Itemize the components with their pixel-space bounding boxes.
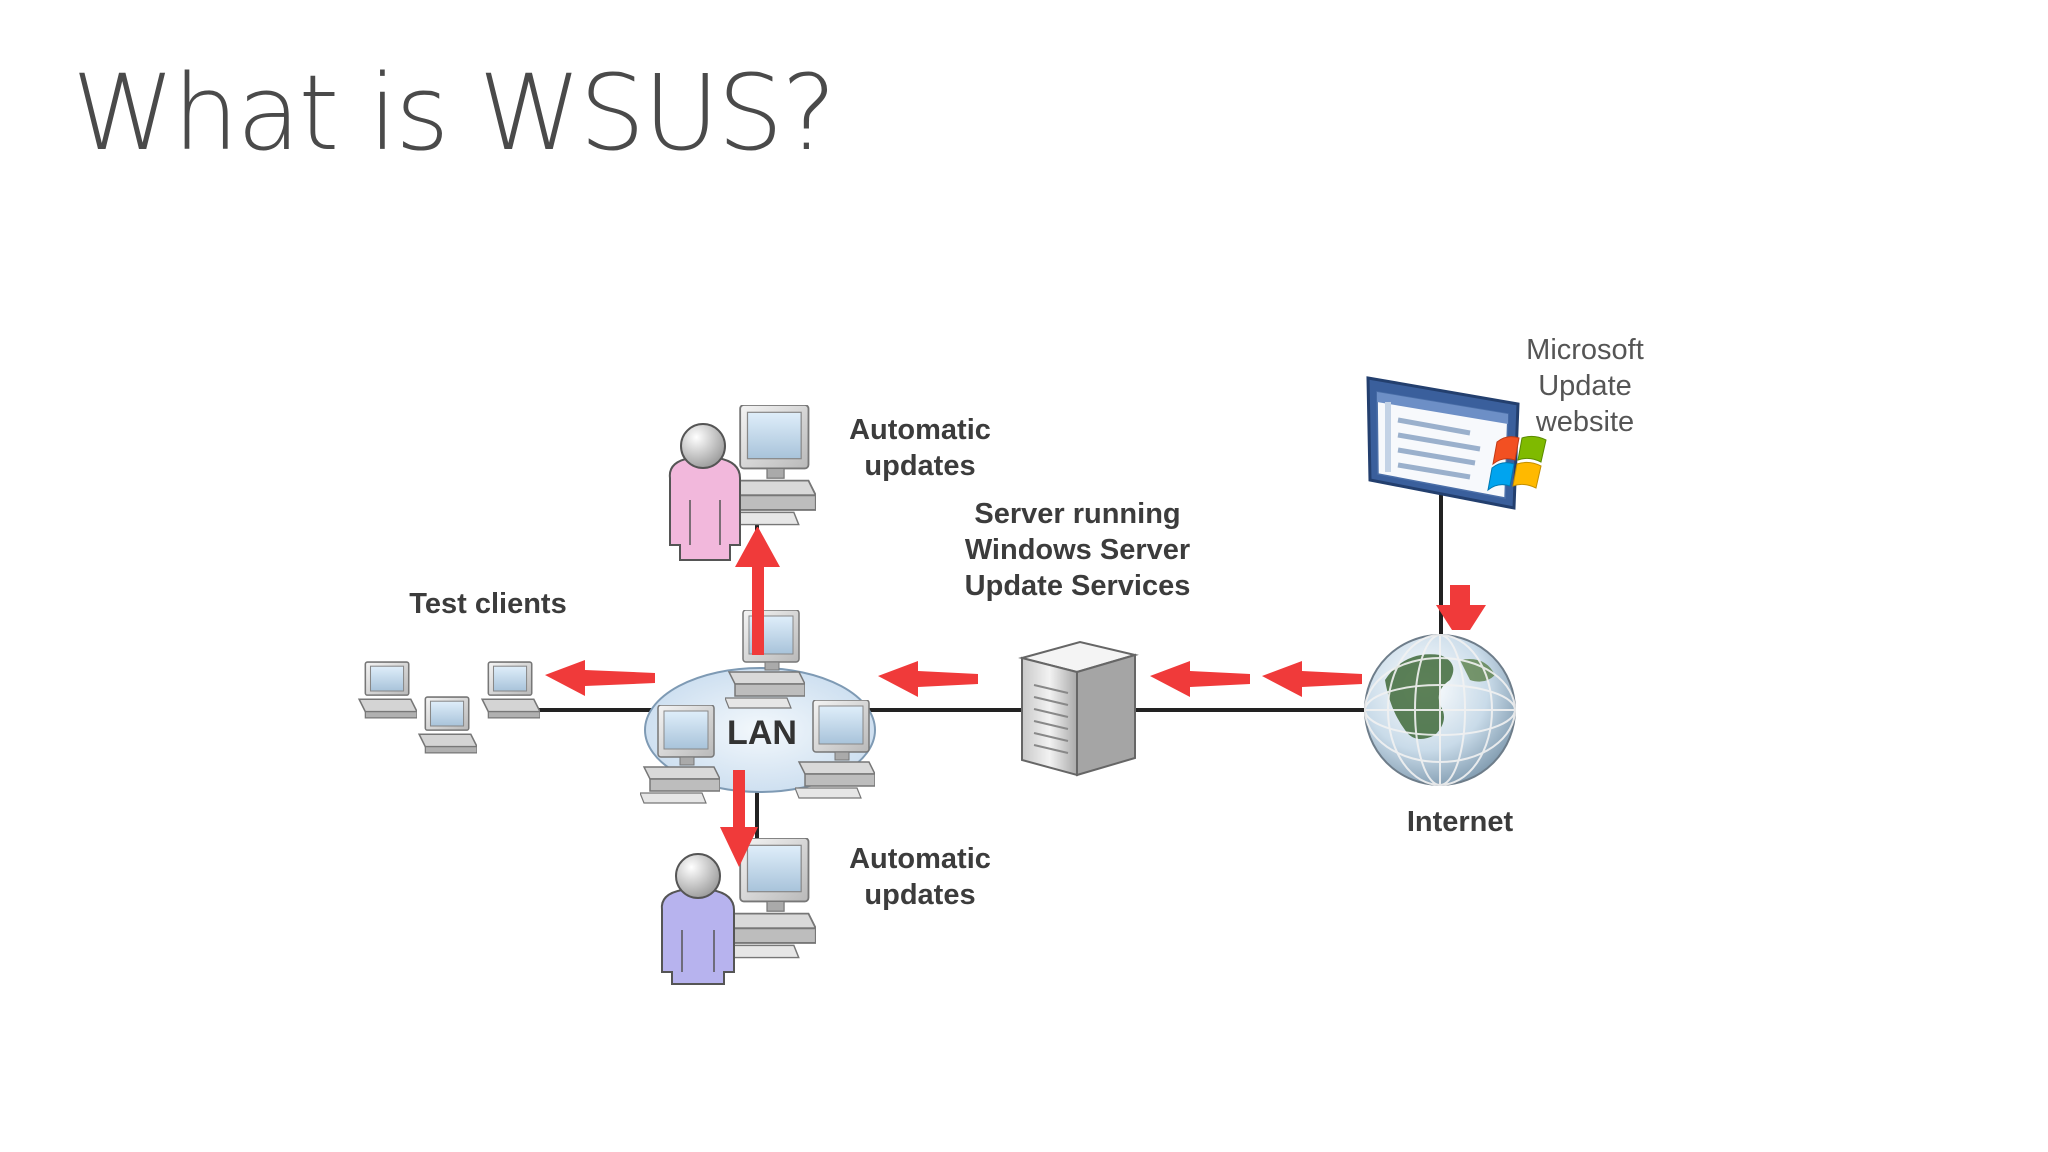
- automatic-updates-bottom-line-2: updates: [864, 879, 976, 911]
- automatic-updates-bottom-line-1: Automatic: [849, 843, 991, 875]
- user-bottom-body: [660, 889, 735, 985]
- automatic-updates-top-label: Automatic updates: [830, 412, 1010, 484]
- microsoft-update-line-1: Microsoft: [1526, 334, 1644, 366]
- page-title: What is WSUS?: [72, 52, 837, 174]
- server-label-line-2: Windows Server: [964, 534, 1191, 566]
- automatic-updates-bottom-label: Automatic updates: [830, 841, 1010, 913]
- microsoft-update-website-window: [1366, 376, 1520, 510]
- internet-label: Internet: [1406, 806, 1514, 838]
- server-label: Server running Windows Server Update Ser…: [940, 496, 1215, 604]
- arrow-website-to-internet: [1436, 585, 1486, 630]
- wsus-server: [1018, 640, 1139, 777]
- user-bottom: [660, 838, 816, 985]
- microsoft-update-line-2: Update: [1538, 370, 1632, 402]
- microsoft-update-website-label: Microsoft Update website: [1495, 332, 1675, 440]
- arrow-to-bottom-user: [720, 770, 758, 867]
- lan-label: LAN: [727, 714, 797, 752]
- arrow-to-top-user: [735, 527, 780, 655]
- test-clients-label: Test clients: [409, 588, 567, 620]
- arrow-to-test-clients: [545, 660, 655, 696]
- server-label-line-3: Update Services: [964, 570, 1191, 602]
- test-client-laptop-1: [358, 661, 417, 719]
- microsoft-update-line-3: website: [1535, 406, 1635, 438]
- server-label-line-1: Server running: [974, 498, 1181, 530]
- arrow-from-server: [1150, 661, 1250, 697]
- test-client-laptop-2: [418, 696, 477, 754]
- update-flow-arrows: [545, 527, 1486, 867]
- user-top-head: [680, 423, 726, 469]
- internet-globe-icon: [1364, 634, 1516, 786]
- test-client-laptop-3: [481, 661, 540, 719]
- arrow-from-internet: [1262, 661, 1362, 697]
- lan-computer-top: [725, 610, 805, 709]
- user-top: [668, 405, 816, 561]
- automatic-updates-top-line-1: Automatic: [849, 414, 991, 446]
- user-bottom-head: [675, 853, 721, 899]
- windows-logo-icon: [1487, 435, 1547, 492]
- user-top-body: [668, 457, 741, 561]
- lan-cloud: [644, 667, 876, 793]
- arrow-to-lan: [878, 661, 978, 697]
- automatic-updates-top-line-2: updates: [864, 450, 976, 482]
